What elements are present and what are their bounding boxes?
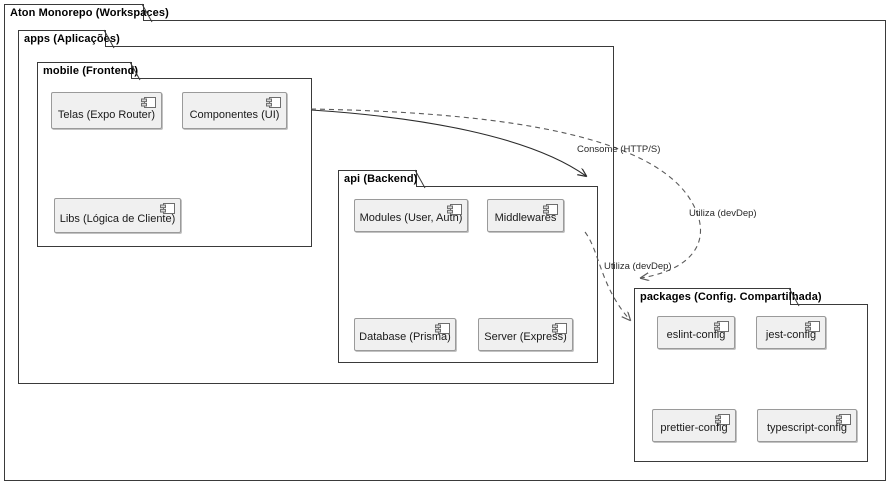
uml-component-icon <box>435 323 450 334</box>
uml-component-icon <box>543 204 558 215</box>
component-label: Componentes (UI) <box>189 109 280 121</box>
component-jest-config[interactable]: jest-config <box>756 316 826 349</box>
component-label: jest-config <box>765 329 817 341</box>
package-tab-slash-icon <box>103 29 115 49</box>
package-tab-slash-icon <box>129 61 141 81</box>
component-prettier-config[interactable]: prettier-config <box>652 409 736 442</box>
component-libs[interactable]: Libs (Lógica de Cliente) <box>54 198 181 233</box>
component-label: typescript-config <box>766 422 848 434</box>
uml-component-icon <box>715 414 730 425</box>
package-packages-tab: packages (Config. Compartilhada) <box>634 287 822 307</box>
component-label: prettier-config <box>660 422 728 434</box>
component-label: Database (Prisma) <box>359 331 451 343</box>
uml-component-icon <box>447 204 462 215</box>
component-database[interactable]: Database (Prisma) <box>354 318 456 351</box>
package-root-tab: Aton Monorepo (Workspaces) <box>4 3 169 23</box>
uml-component-icon <box>805 321 820 332</box>
component-componentes-ui[interactable]: Componentes (UI) <box>182 92 287 129</box>
component-label: eslint-config <box>666 329 726 341</box>
package-tab-slash-icon <box>414 169 426 189</box>
component-eslint-config[interactable]: eslint-config <box>657 316 735 349</box>
component-label: Server (Express) <box>484 331 567 343</box>
package-tab-slash-icon <box>141 3 153 23</box>
package-packages-label: packages (Config. Compartilhada) <box>640 290 822 303</box>
edge-label-consome: Consome (HTTP/S) <box>577 144 661 155</box>
component-label: Telas (Expo Router) <box>57 109 156 121</box>
package-api-label: api (Backend) <box>344 172 418 185</box>
component-server[interactable]: Server (Express) <box>478 318 573 351</box>
uml-component-icon <box>836 414 851 425</box>
uml-component-icon <box>714 321 729 332</box>
package-root-label: Aton Monorepo (Workspaces) <box>10 6 169 19</box>
package-apps-label: apps (Aplicações) <box>24 32 120 45</box>
package-mobile-tab: mobile (Frontend) <box>37 61 141 81</box>
package-apps-tab: apps (Aplicações) <box>18 29 120 49</box>
component-label: Libs (Lógica de Cliente) <box>59 213 176 225</box>
component-middlewares[interactable]: Middlewares <box>487 199 564 232</box>
uml-component-icon <box>141 97 156 108</box>
package-tab-slash-icon <box>788 287 800 307</box>
edge-label-utiliza-api: Utiliza (devDep) <box>604 261 672 272</box>
package-api-tab: api (Backend) <box>338 169 426 189</box>
edge-label-utiliza-mobile: Utiliza (devDep) <box>689 208 757 219</box>
component-modules[interactable]: Modules (User, Auth) <box>354 199 468 232</box>
uml-component-icon <box>160 203 175 214</box>
component-typescript-config[interactable]: typescript-config <box>757 409 857 442</box>
uml-component-icon <box>266 97 281 108</box>
package-mobile-label: mobile (Frontend) <box>43 64 139 77</box>
uml-component-icon <box>552 323 567 334</box>
component-telas[interactable]: Telas (Expo Router) <box>51 92 162 129</box>
